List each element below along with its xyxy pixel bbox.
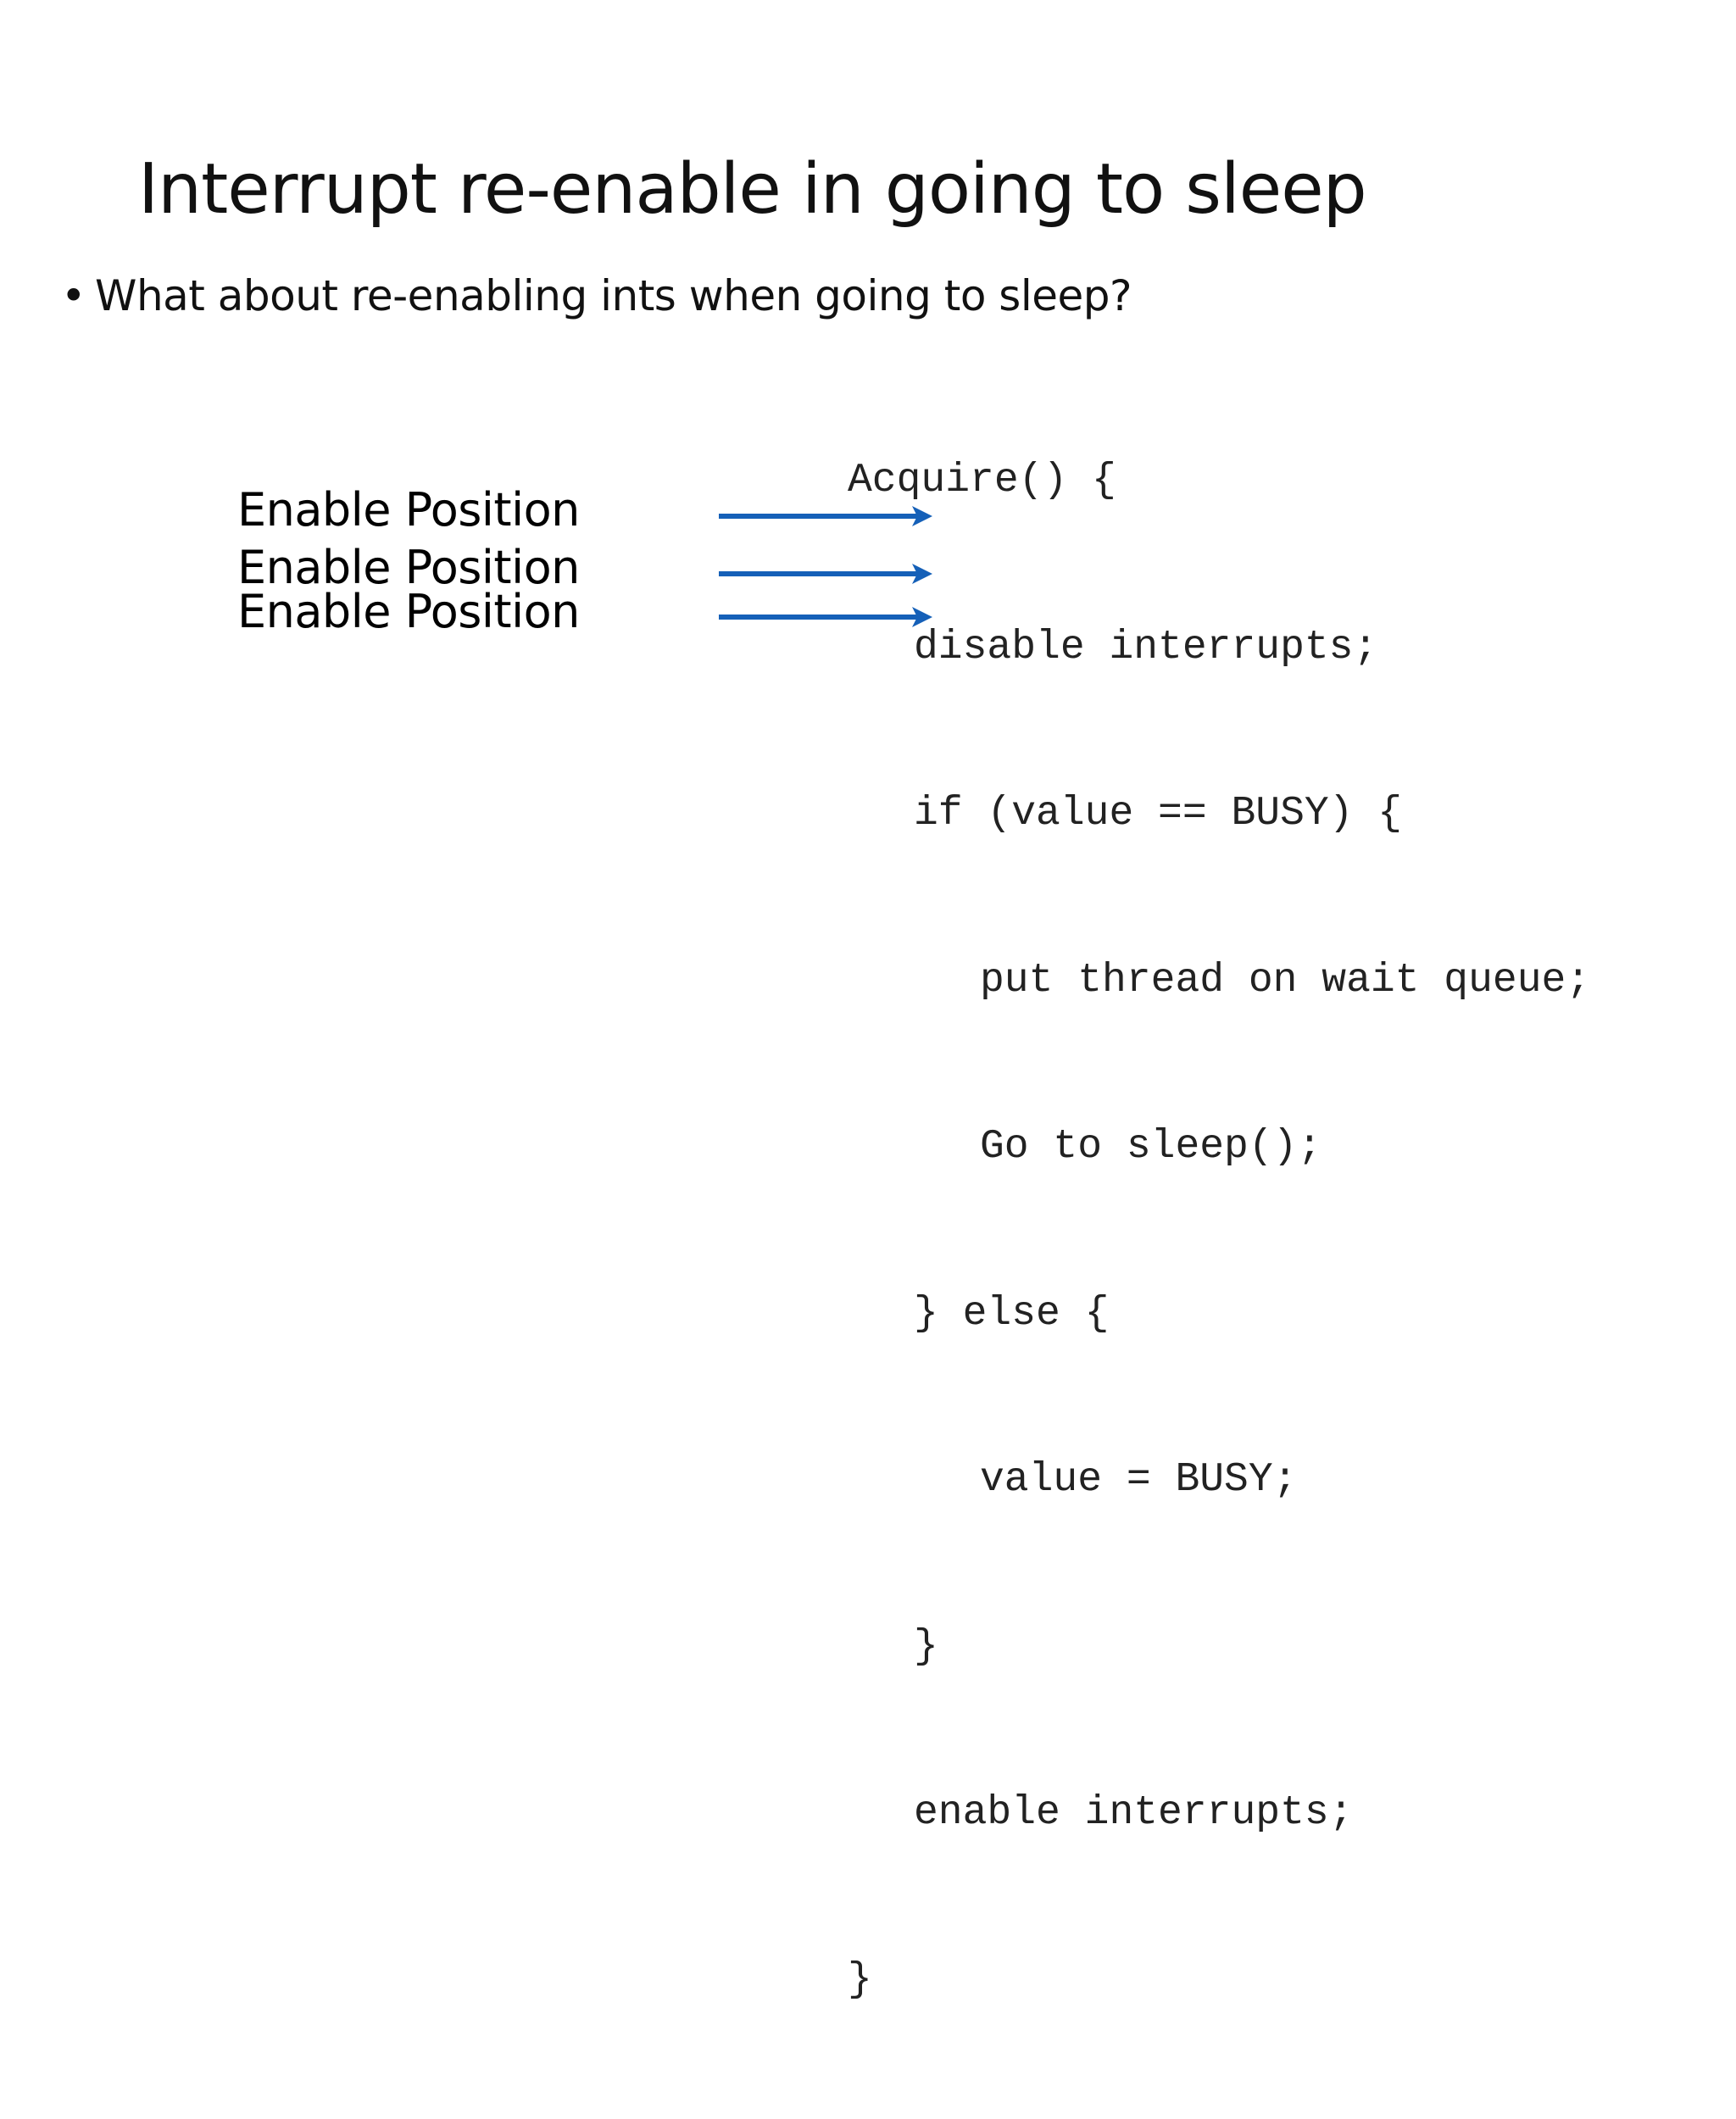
code-line: } else { — [914, 1290, 1110, 1337]
code-line: } — [914, 1623, 938, 1670]
code-line: Acquire() { — [848, 458, 1116, 503]
bullet-item: • What about re-enabling ints when going… — [61, 271, 1132, 320]
code-line: value = BUSY; — [980, 1457, 1298, 1503]
enable-position-label-1: Enable Position — [237, 483, 580, 537]
code-line: disable interrupts; — [914, 624, 1378, 670]
code-line: } — [848, 1956, 872, 2003]
slide: Interrupt re-enable in going to sleep • … — [61, 149, 1591, 2003]
enable-position-label-2: Enable Position — [237, 541, 580, 594]
code-line: put thread on wait queue; — [980, 957, 1591, 1004]
code-line: Go to sleep(); — [980, 1124, 1322, 1170]
code-block: Acquire() { disable interrupts; if (valu… — [848, 342, 1590, 2119]
bullet-dot: • — [61, 271, 86, 320]
code-line: if (value == BUSY) { — [914, 791, 1403, 837]
code-line: enable interrupts; — [914, 1790, 1354, 1836]
slide-title: Interrupt re-enable in going to sleep — [138, 149, 1367, 230]
bullet-text: What about re-enabling ints when going t… — [95, 271, 1132, 320]
enable-position-label-3: Enable Position — [237, 585, 580, 638]
